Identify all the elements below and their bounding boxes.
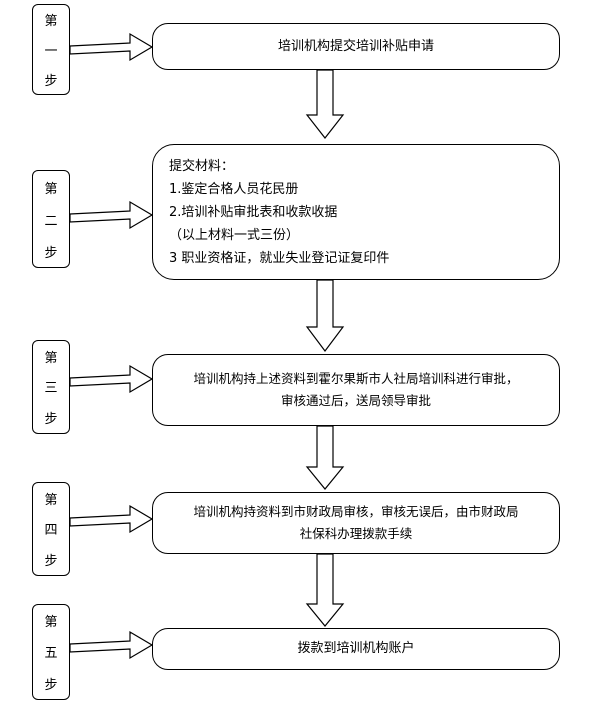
step-label-1: 第 一 步 — [32, 4, 70, 95]
box-text: （以上材料一式三份） — [169, 228, 300, 243]
box-text: 1.鉴定合格人员花民册 — [169, 182, 299, 197]
arrow-down-1 — [305, 69, 345, 139]
arrow-right-1 — [69, 32, 154, 62]
step-char: 步 — [44, 412, 58, 428]
step-char: 步 — [44, 245, 58, 261]
arrow-down-3 — [305, 425, 345, 490]
step-char: 四 — [44, 523, 58, 539]
step-char: 第 — [44, 14, 58, 30]
step-char: 第 — [44, 181, 58, 197]
box-text: 培训机构持上述资料到霍尔果斯市人社局培训科进行审批， — [193, 371, 519, 386]
step-char: 一 — [44, 43, 58, 59]
arrow-right-3 — [69, 364, 154, 394]
process-box-4: 培训机构持资料到市财政局审核，审核无误后，由市财政局 社保科办理拨款手续 — [152, 492, 560, 554]
step-char: 步 — [44, 554, 58, 570]
step-char: 第 — [44, 492, 58, 508]
box-text: 3 职业资格证，就业失业登记证复印件 — [169, 251, 390, 266]
arrow-right-2 — [69, 200, 154, 230]
step-label-2: 第 二 步 — [32, 170, 70, 268]
process-box-5: 拨款到培训机构账户 — [152, 628, 560, 670]
step-char: 步 — [44, 73, 58, 89]
step-char: 步 — [44, 677, 58, 693]
box-text: 培训机构持资料到市财政局审核，审核无误后，由市财政局 — [193, 504, 519, 519]
box-text: 培训机构提交培训补贴申请 — [277, 38, 434, 54]
box-text: 审核通过后，送局领导审批 — [280, 393, 431, 408]
box-text: 拨款到培训机构账户 — [297, 641, 415, 656]
arrow-right-5 — [69, 630, 154, 660]
arrow-right-4 — [69, 504, 154, 534]
step-label-4: 第 四 步 — [32, 482, 70, 576]
box-heading: 提交材料： — [169, 159, 235, 174]
process-box-1: 培训机构提交培训补贴申请 — [152, 23, 560, 70]
step-label-3: 第 三 步 — [32, 340, 70, 434]
step-char: 二 — [44, 213, 58, 229]
step-char: 第 — [44, 615, 58, 631]
step-label-5: 第 五 步 — [32, 604, 70, 700]
process-box-3: 培训机构持上述资料到霍尔果斯市人社局培训科进行审批， 审核通过后，送局领导审批 — [152, 354, 560, 426]
arrow-down-2 — [305, 279, 345, 352]
process-box-2: 提交材料： 1.鉴定合格人员花民册 2.培训补贴审批表和收款收据 （以上材料一式… — [152, 144, 560, 280]
step-char: 五 — [44, 646, 58, 662]
arrow-down-4 — [305, 553, 345, 627]
step-char: 第 — [44, 350, 58, 366]
box-text: 2.培训补贴审批表和收款收据 — [169, 205, 338, 220]
box-text: 社保科办理拨款手续 — [299, 526, 413, 541]
step-char: 三 — [44, 381, 58, 397]
